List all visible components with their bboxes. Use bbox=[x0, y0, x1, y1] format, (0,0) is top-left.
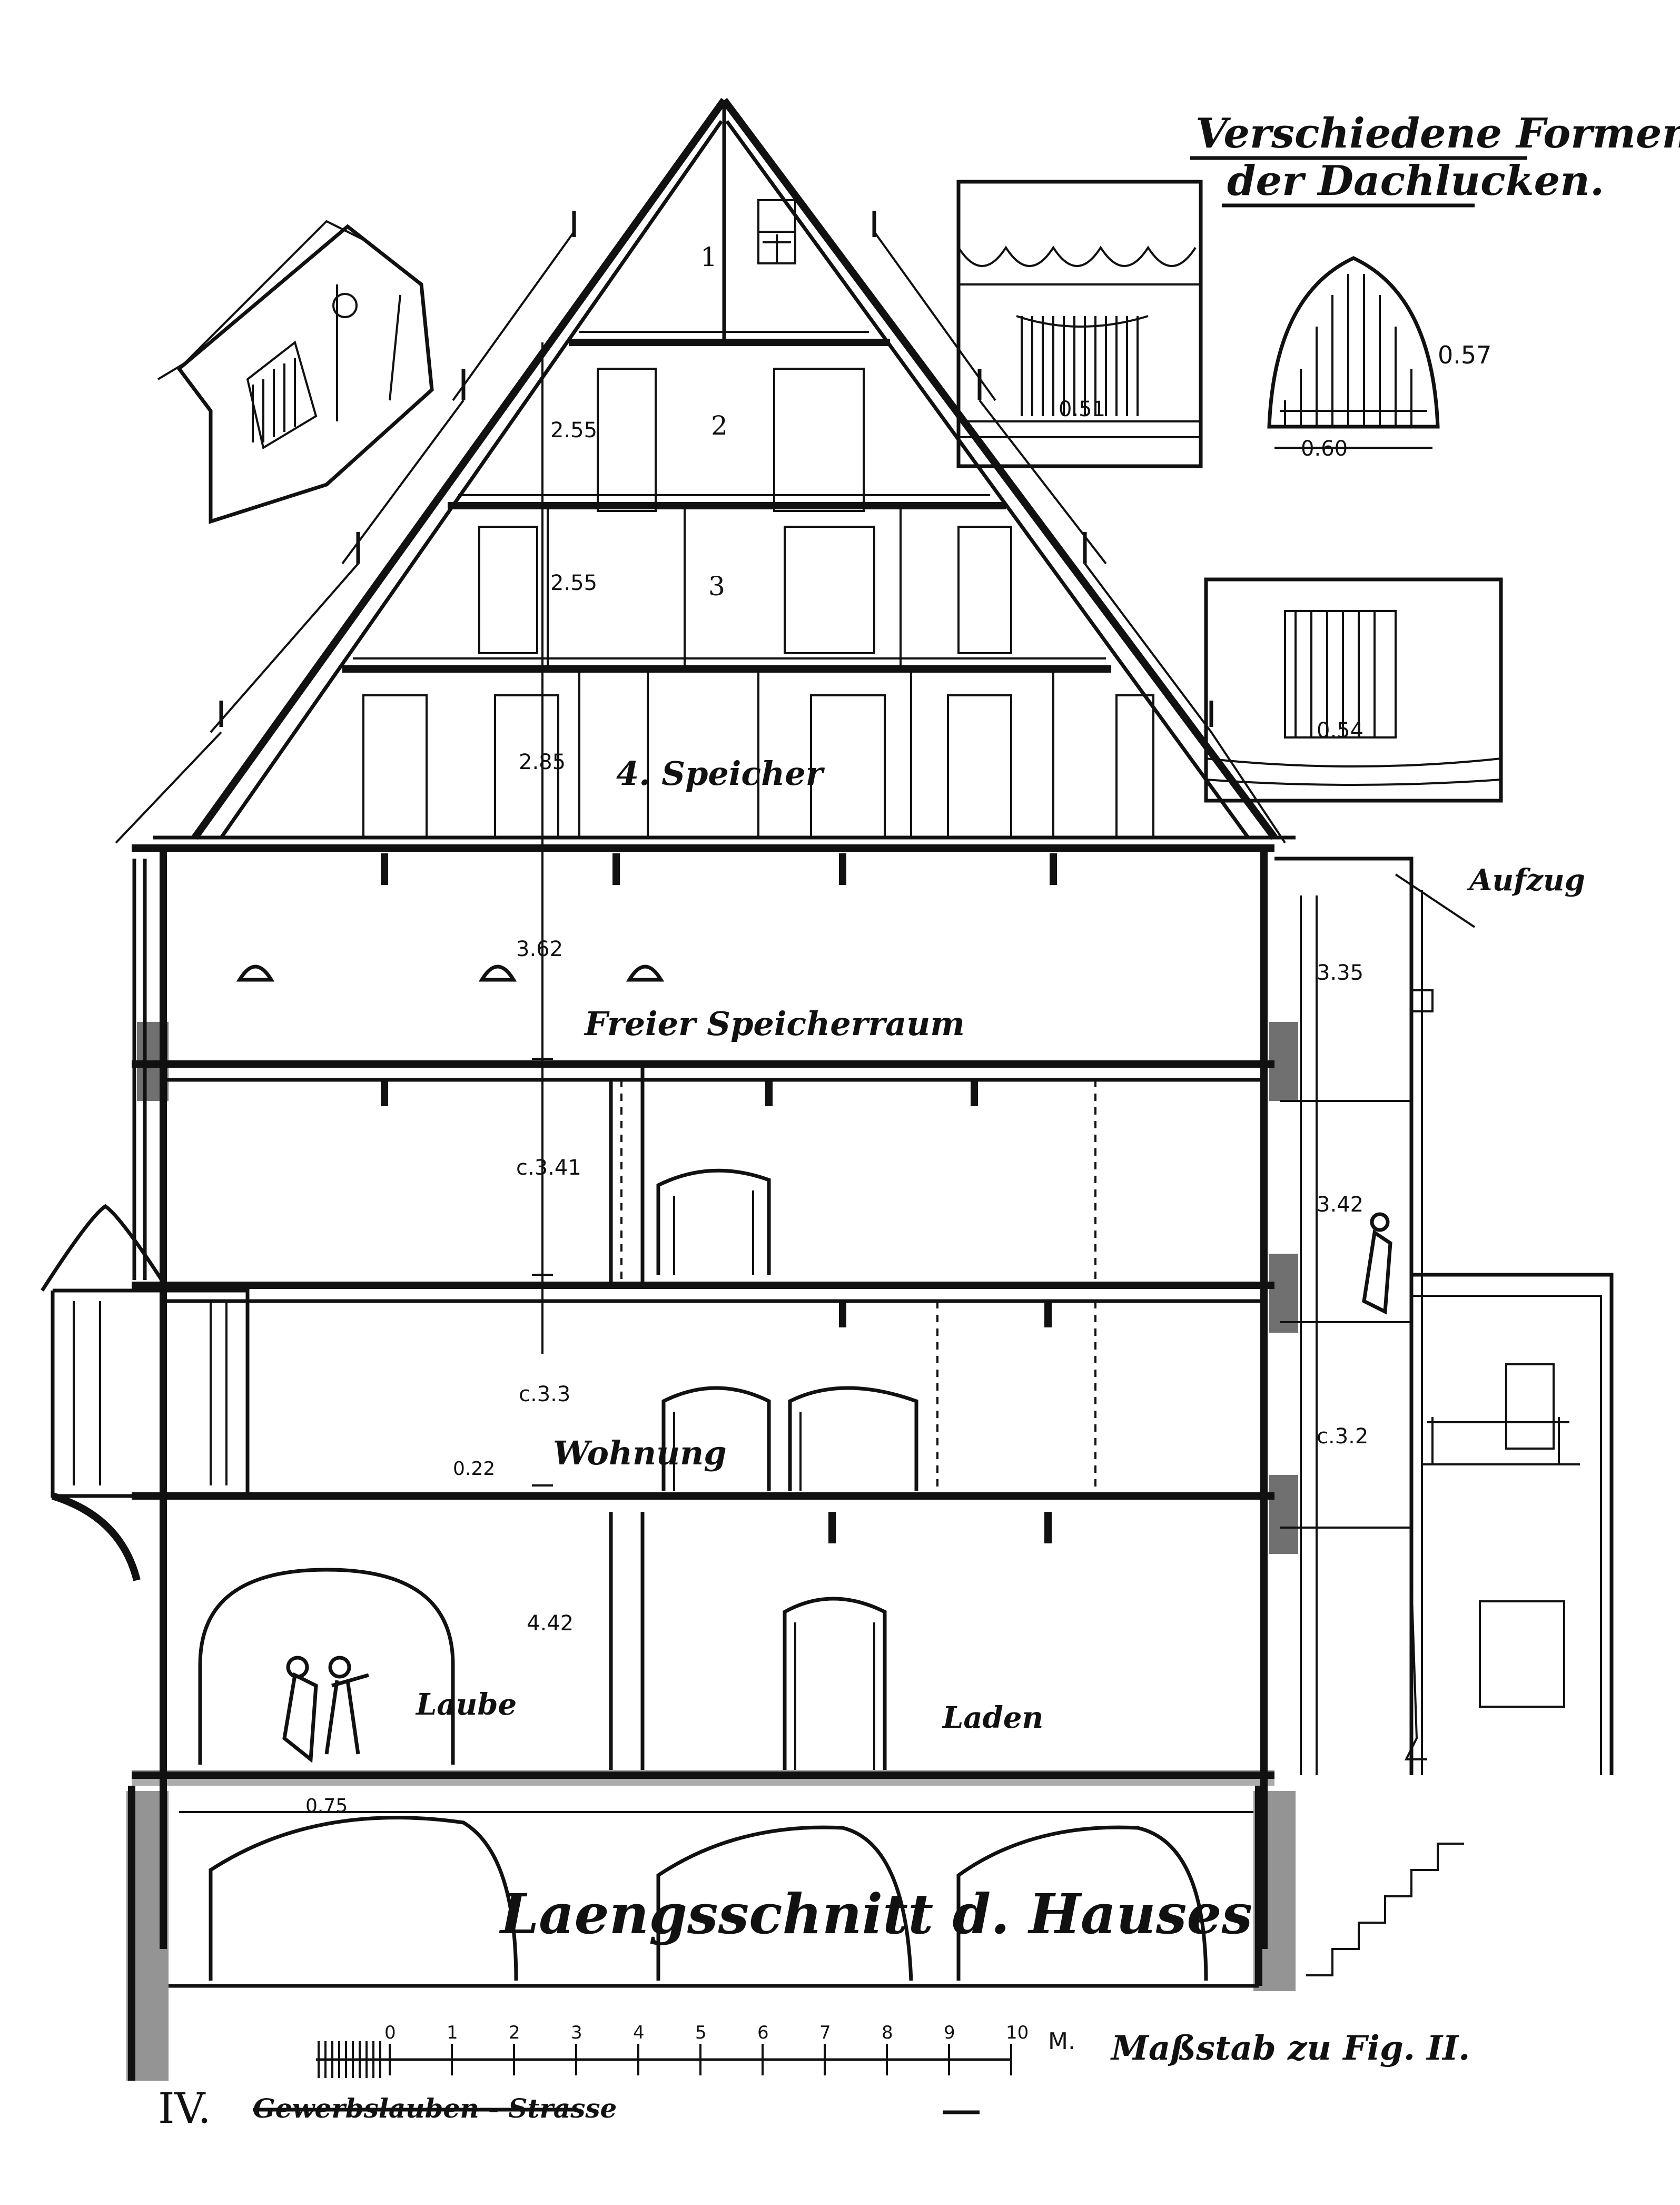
dormer-c-dimension: 0.54 bbox=[1317, 718, 1363, 743]
floor-number-1: 1 bbox=[700, 242, 717, 272]
scale-tick-label: 10 bbox=[1006, 2022, 1029, 2043]
dim-beam: 0.22 bbox=[453, 1458, 495, 1480]
dim-living: c.3.3 bbox=[519, 1382, 570, 1406]
dim-upper: c.3.41 bbox=[516, 1156, 581, 1180]
scale-tick-label: 9 bbox=[944, 2022, 955, 2043]
scale-tick-label: 2 bbox=[509, 2022, 520, 2043]
label-freier-speicherraum: Freier Speicherraum bbox=[584, 1005, 965, 1043]
dim-floor2: 2.55 bbox=[550, 418, 597, 442]
scale-tick-label: 3 bbox=[571, 2022, 582, 2043]
dormer-sketch-perspective bbox=[157, 220, 434, 524]
gable-floor-3 bbox=[448, 502, 1012, 669]
cellar-vaults: 0.75 bbox=[126, 1786, 1464, 2081]
scale-tick-label: 1 bbox=[447, 2022, 458, 2043]
dormer-detail-rect: 0.54 bbox=[1204, 577, 1503, 803]
right-annex bbox=[1274, 857, 1614, 1775]
gable-floor-4-speicher bbox=[342, 665, 1154, 839]
dim-floor4: 2.85 bbox=[519, 750, 566, 774]
plate-number: IV. bbox=[158, 2084, 211, 2133]
figures-under-arcade bbox=[282, 1656, 369, 1763]
scale-tick-label: 7 bbox=[819, 2022, 831, 2043]
heading-line-1: Verschiedene Formen bbox=[1195, 110, 1680, 158]
scale-tick-label: 5 bbox=[695, 2022, 707, 2043]
dim-attic: 3.62 bbox=[516, 937, 563, 961]
dormer-forms-heading: Verschiedene Formen der Dachlucken. bbox=[1190, 110, 1680, 208]
dormer-height-dimension: 0.57 bbox=[1438, 341, 1491, 369]
central-dimension-line bbox=[532, 342, 553, 1487]
dim-side1: 3.35 bbox=[1317, 961, 1363, 985]
dim-side2: 3.42 bbox=[1317, 1193, 1363, 1217]
label-aufzug: Aufzug bbox=[1467, 863, 1585, 898]
scale-bar: 0 1 2 3 4 5 6 7 8 9 10 bbox=[316, 2022, 1029, 2078]
label-laube: Laube bbox=[415, 1687, 517, 1722]
scale-tick-label: 6 bbox=[757, 2022, 769, 2043]
dim-floor3: 2.55 bbox=[550, 571, 597, 595]
scale-tick-label: 8 bbox=[882, 2022, 893, 2043]
heading-line-2: der Dachlucken. bbox=[1227, 157, 1604, 205]
dormer-detail-tiled: 0.51 bbox=[956, 180, 1203, 468]
label-speicher: 4. Speicher bbox=[616, 754, 825, 793]
dormer-b-dimension: 0.51 bbox=[1059, 397, 1105, 421]
scale-tick-label: 0 bbox=[384, 2022, 396, 2043]
floor-number-2: 2 bbox=[711, 410, 728, 441]
floor-number-3: 3 bbox=[708, 571, 725, 602]
scale-unit: M. bbox=[1048, 2028, 1075, 2055]
main-building-body bbox=[41, 844, 1298, 1949]
label-laden: Laden bbox=[942, 1700, 1043, 1735]
dim-ground: 4.42 bbox=[527, 1611, 574, 1636]
label-wohnung: Wohnung bbox=[553, 1434, 727, 1472]
dim-side3: c.3.2 bbox=[1317, 1424, 1368, 1449]
dormer-detail-arch: 0.57 0.60 bbox=[1267, 256, 1491, 461]
gable-floor-2 bbox=[569, 339, 890, 512]
scale-caption: Maßstab zu Fig. II. bbox=[1110, 2029, 1470, 2068]
scale-tick-label: 4 bbox=[633, 2022, 645, 2043]
dim-cellar: 0.75 bbox=[305, 1795, 348, 1817]
section-title: Laengsschnitt d. Hauses. bbox=[499, 1882, 1271, 1946]
main-roof bbox=[115, 97, 1296, 844]
